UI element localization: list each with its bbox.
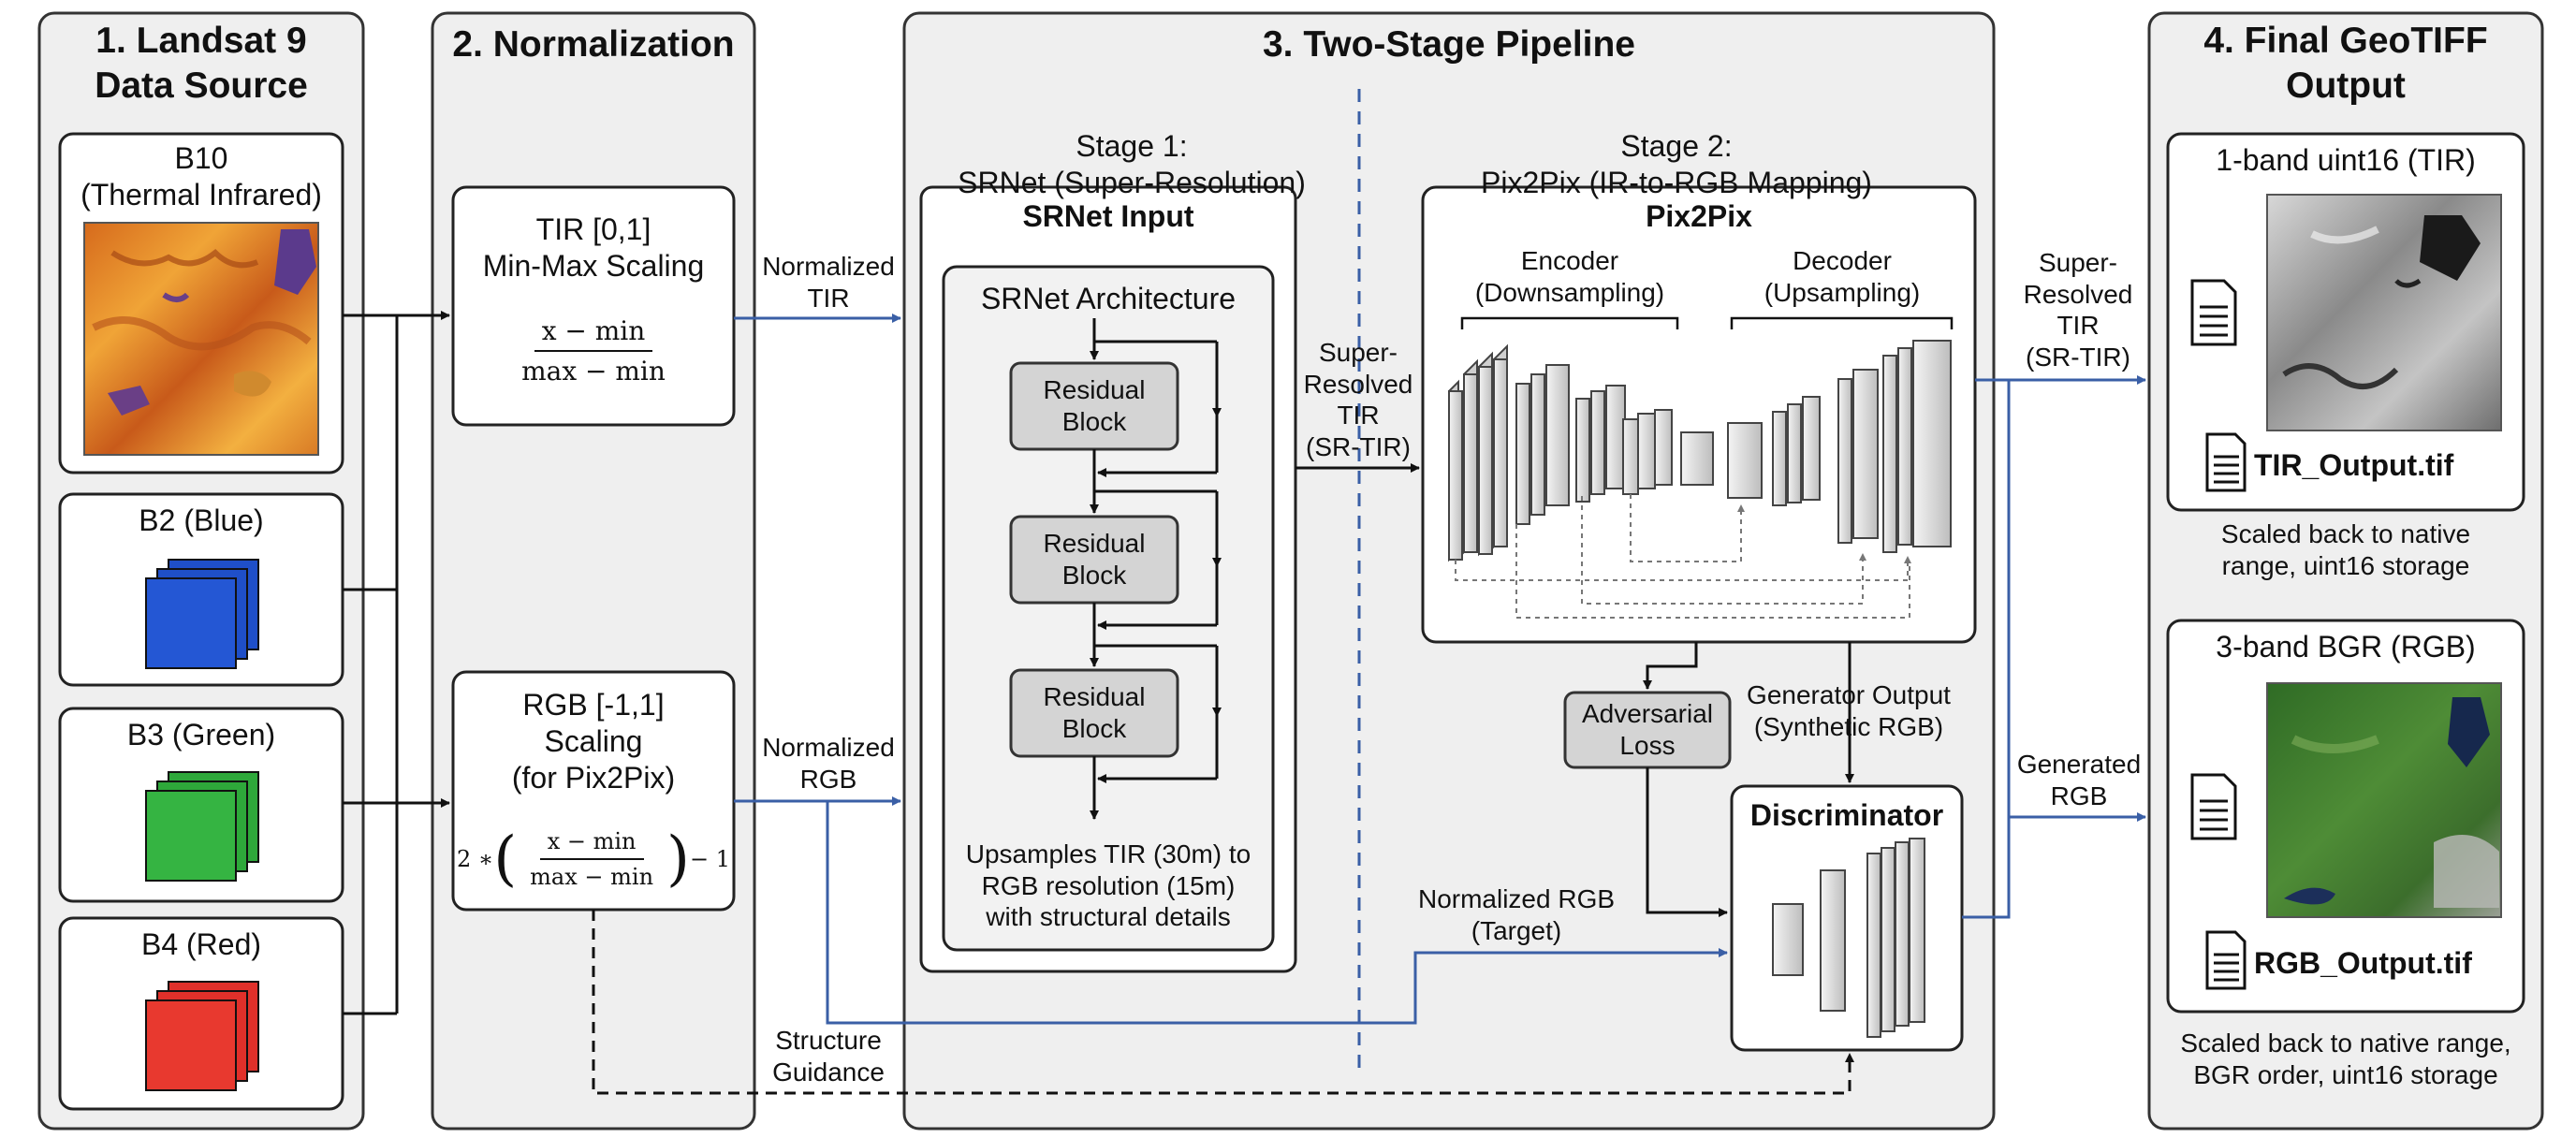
rgb-output-filename: RGB_Output.tif xyxy=(2254,946,2472,980)
band-label-b3: B3 (Green) xyxy=(126,718,276,751)
document-icon xyxy=(2205,432,2247,492)
tir-output-title: 1-band uint16 (TIR) xyxy=(2216,143,2476,177)
tir-minmax-formula: x − min max − min xyxy=(453,309,734,393)
formula-suffix: − 1 xyxy=(690,846,731,872)
formula-numerator: x − min xyxy=(539,828,644,860)
satellite-rgb-image xyxy=(2266,682,2502,918)
rgb-normalization-label: RGB [-1,1] Scaling (for Pix2Pix) xyxy=(511,688,676,795)
panel-title-data-source: 1. Landsat 9 Data Source xyxy=(95,21,308,106)
stage1-title: Stage 1: SRNet (Super-Resolution) xyxy=(958,129,1306,200)
adversarial-loss: Adversarial Loss xyxy=(1581,699,1714,760)
generator-output-label: Generator Output (Synthetic RGB) xyxy=(1747,680,1951,741)
formula-denominator: max − min xyxy=(530,864,654,890)
stage1-heading: Stage 1: SRNet (Super-Resolution) xyxy=(904,92,1359,201)
tir-normalization-label: TIR [0,1] Min-Max Scaling xyxy=(482,212,705,284)
label-normalized-tir: Normalized TIR xyxy=(762,252,895,313)
stage2-heading: Stage 2: Pix2Pix (IR-to-RGB Mapping) xyxy=(1359,92,1994,201)
discriminator-title: Discriminator xyxy=(1749,798,1944,832)
srnet-input-title: SRNet Input xyxy=(1022,199,1194,233)
band-label-b10: B10 (Thermal Infrared) xyxy=(80,141,322,212)
discriminator-layers xyxy=(1772,838,1925,1038)
tir-output-note: Scaled back to native range, uint16 stor… xyxy=(2220,519,2471,580)
document-icon xyxy=(2205,930,2247,990)
tir-output-filename: TIR_Output.tif xyxy=(2254,448,2454,482)
thermal-image xyxy=(83,222,319,456)
document-icon xyxy=(2190,279,2237,346)
encoder-label: Encoder (Downsampling) xyxy=(1474,246,1665,307)
band-label-b4: B4 (Red) xyxy=(140,927,262,961)
stage2-title: Stage 2: Pix2Pix (IR-to-RGB Mapping) xyxy=(1481,129,1872,200)
panel-title-two-stage-pipeline: 3. Two-Stage Pipeline xyxy=(1262,24,1636,65)
formula-numerator: x − min xyxy=(534,315,653,352)
pix2pix-title: Pix2Pix xyxy=(1646,199,1752,233)
panel-title-normalization: 2. Normalization xyxy=(452,24,735,65)
decoder-label: Decoder (Upsampling) xyxy=(1764,246,1921,307)
residual-block-3: Residual Block xyxy=(1043,682,1146,743)
label-generated-rgb: Generated RGB xyxy=(2016,750,2142,810)
label-super-resolved-tir: Super- Resolved TIR (SR-TIR) xyxy=(1303,338,1413,461)
label-super-resolved-tir-output: Super- Resolved TIR (SR-TIR) xyxy=(2023,248,2133,372)
stacked-bands-red xyxy=(145,981,259,1091)
srnet-description: Upsamples TIR (30m) to RGB resolution (1… xyxy=(965,839,1251,932)
label-structure-guidance: Structure Guidance xyxy=(772,1026,885,1087)
residual-block-2: Residual Block xyxy=(1043,529,1146,590)
formula-prefix: 2 ∗ xyxy=(456,846,494,872)
residual-block-1: Residual Block xyxy=(1043,375,1146,436)
stacked-bands-green xyxy=(145,771,259,882)
document-icon xyxy=(2190,773,2237,840)
rgb-output-note: Scaled back to native range, BGR order, … xyxy=(2180,1029,2511,1089)
srnet-architecture-title: SRNet Architecture xyxy=(980,282,1237,315)
decoder-layers xyxy=(1727,340,1952,553)
grayscale-tir-image xyxy=(2266,194,2502,431)
label-normalized-rgb-target: Normalized RGB (Target) xyxy=(1417,884,1616,945)
band-label-b2: B2 (Blue) xyxy=(139,503,264,537)
rgb-output-title: 3-band BGR (RGB) xyxy=(2216,630,2476,664)
label-normalized-rgb: Normalized RGB xyxy=(762,733,895,794)
panel-title-final-output: 4. Final GeoTIFF Output xyxy=(2203,21,2488,106)
rgb-scaling-formula: 2 ∗ ( x − min max − min ) − 1 xyxy=(456,824,731,894)
formula-denominator: max − min xyxy=(521,356,666,387)
stacked-bands-blue xyxy=(145,559,259,669)
